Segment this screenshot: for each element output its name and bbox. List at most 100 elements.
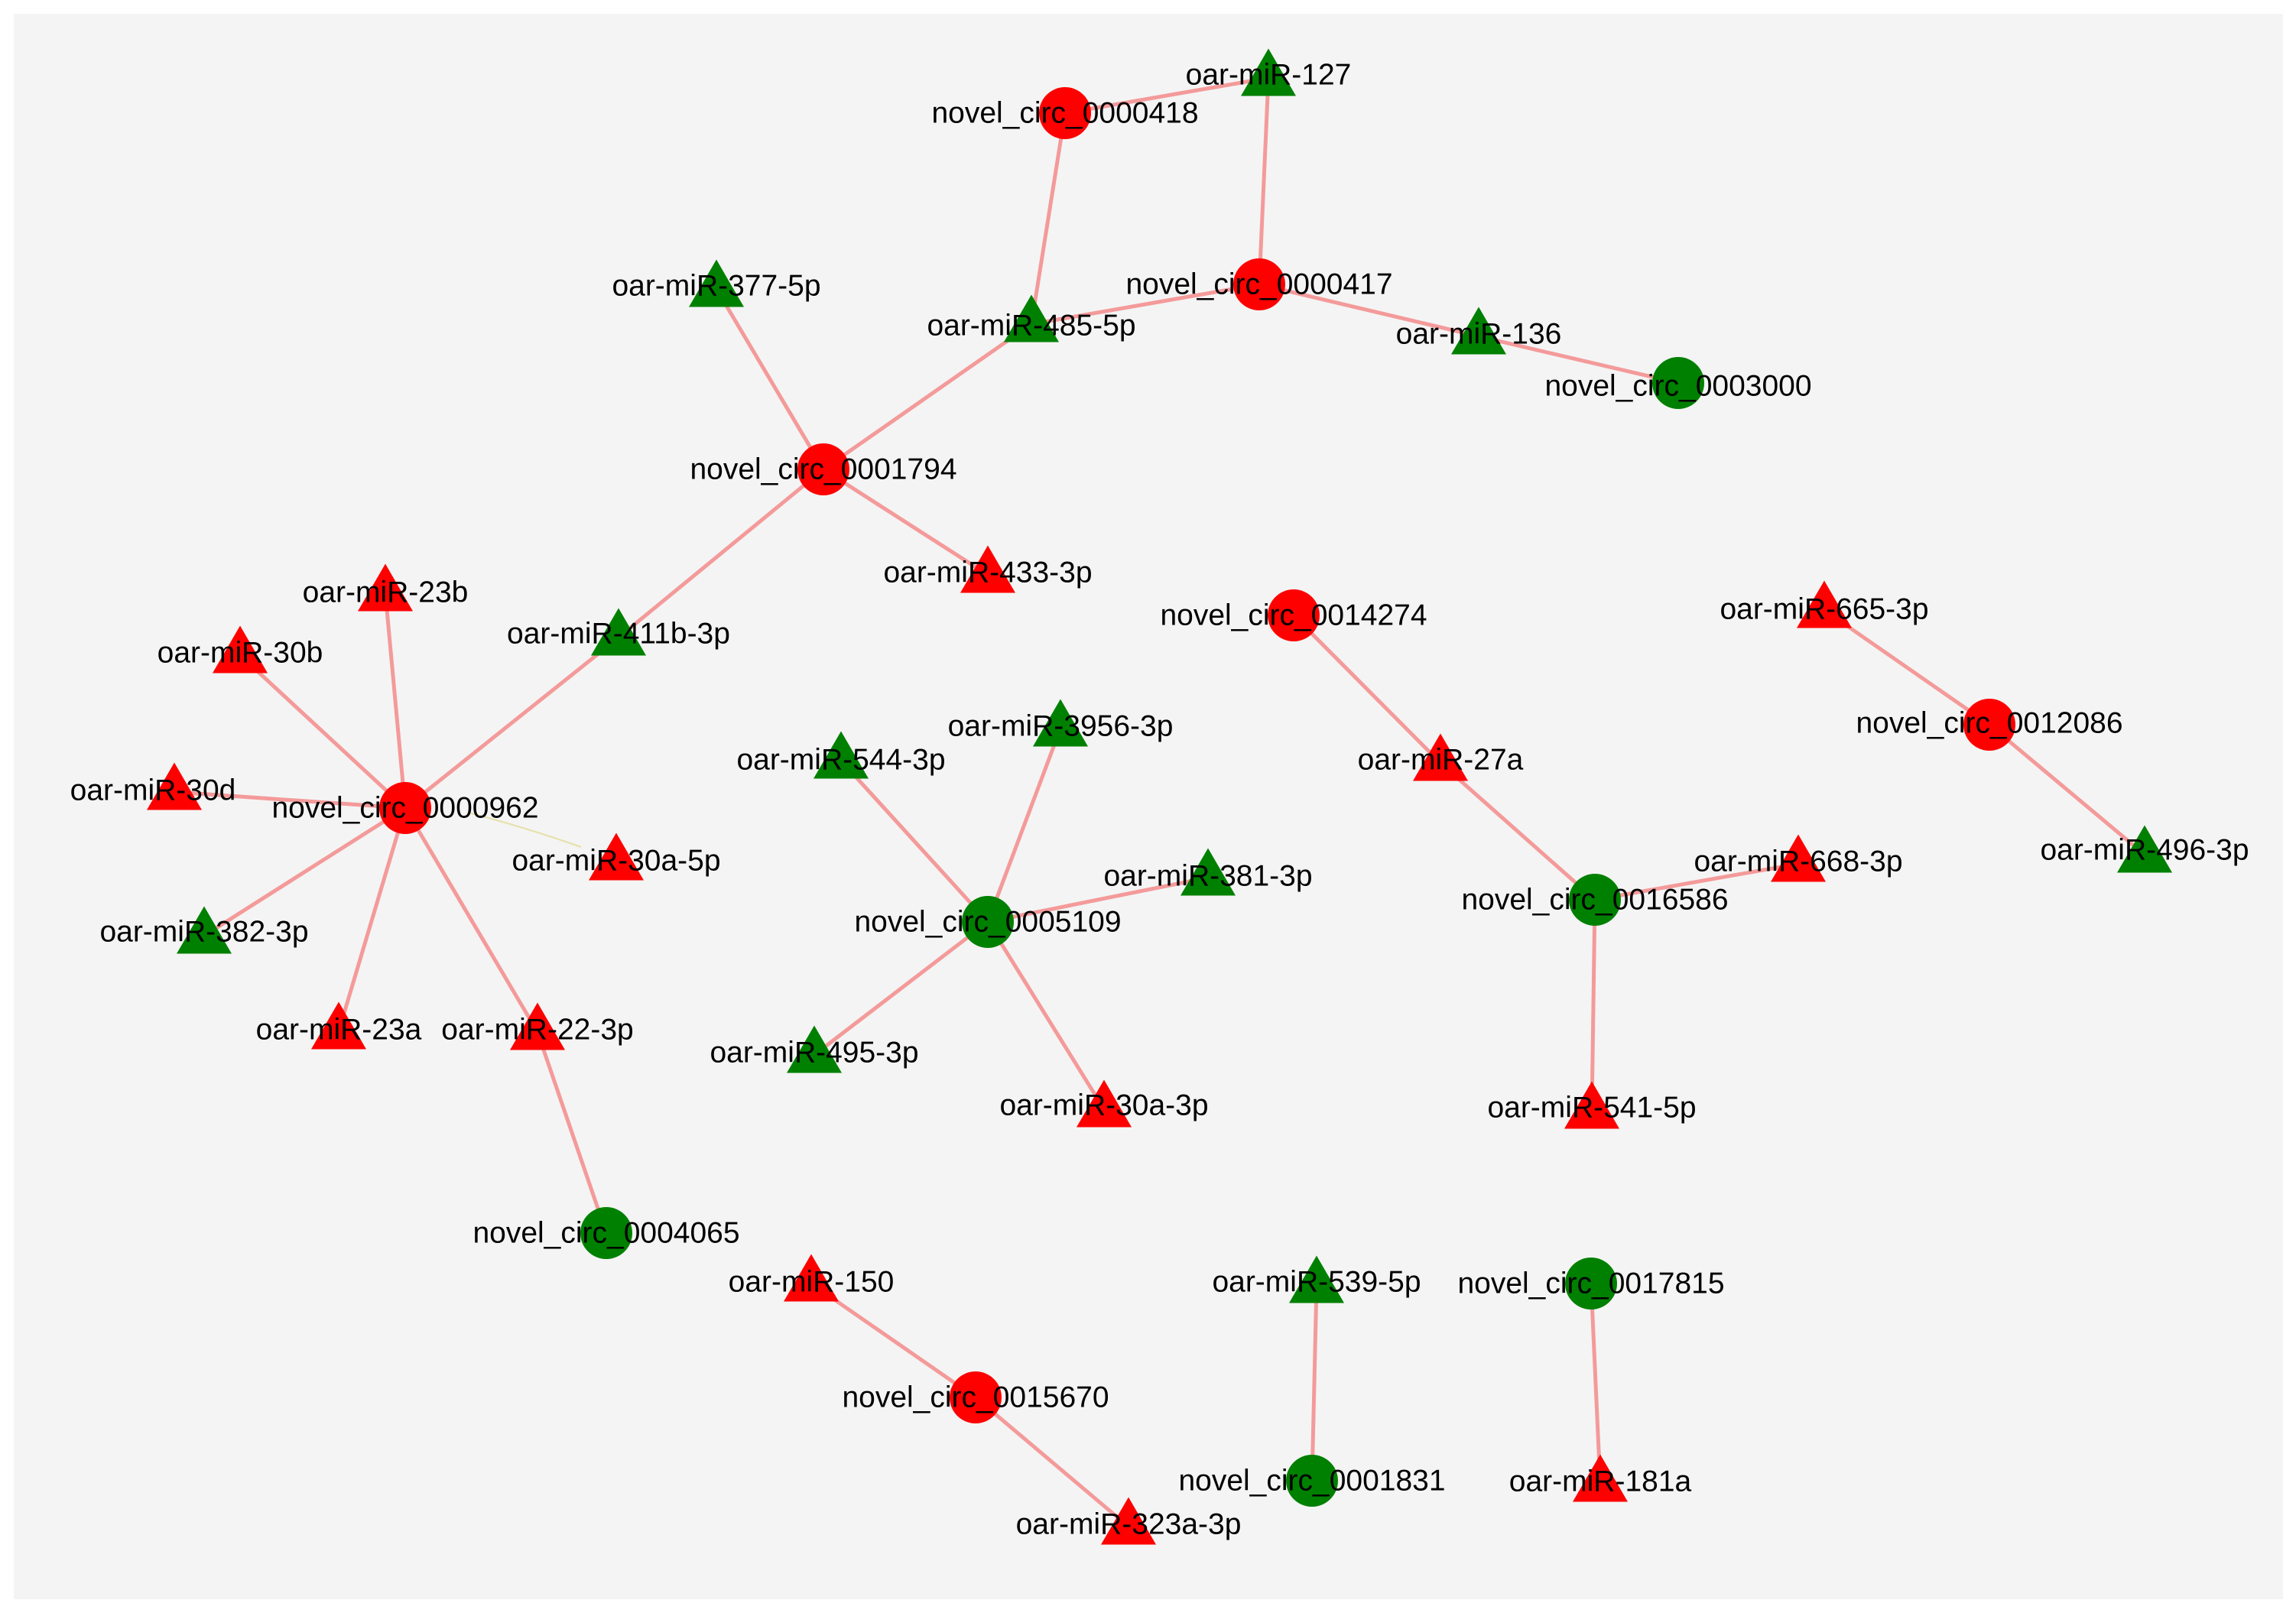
edge-m30d-c0000962 [174,790,406,810]
mirna-triangle-marker [1413,733,1468,781]
node-label: novel_circ_0000418 [931,97,1198,130]
mirna-triangle-marker [1771,834,1826,882]
edge-m377-c0001794 [714,287,826,471]
edge-c0000417-m485 [1031,282,1260,326]
circrna-circle-marker [950,1371,1002,1423]
mirna-triangle-marker [1077,1079,1132,1128]
node-layer: novel_circ_0000418oar-miR-127novel_circ_… [70,48,2249,1545]
node-label: novel_circ_0000962 [271,792,538,825]
node-label: oar-miR-495-3p [710,1037,918,1069]
node-label: oar-miR-541-5p [1487,1092,1696,1125]
edge-m3956-c0005109 [986,728,1063,923]
node-m181a: oar-miR-181a [1509,1454,1692,1502]
mirna-triangle-marker [2117,825,2172,873]
node-label: oar-miR-30a-3p [999,1089,1208,1122]
mirna-triangle-marker [1033,699,1088,747]
node-label: novel_circ_0016586 [1461,884,1728,917]
circrna-circle-marker [797,443,849,495]
node-m433: oar-miR-433-3p [883,545,1093,593]
node-label: novel_circ_0001831 [1178,1465,1445,1498]
circrna-circle-marker [1652,357,1704,409]
mirna-triangle-marker [213,625,268,673]
mirna-triangle-marker [177,906,232,954]
node-c0003000: novel_circ_0003000 [1544,357,1812,409]
node-label: oar-miR-377-5p [612,270,820,303]
node-label: oar-miR-496-3p [2040,834,2249,867]
mirna-triangle-marker [814,731,869,779]
mirna-triangle-marker [1004,294,1059,342]
node-m30a5p: oar-miR-30a-5p [511,832,721,881]
node-c0000417: novel_circ_0000417 [1125,258,1393,310]
mirna-triangle-marker [1241,48,1296,96]
edge-c0000962-m22 [403,806,540,1034]
node-label: novel_circ_0004065 [473,1217,739,1250]
node-m495: oar-miR-495-3p [710,1025,919,1073]
node-c0001794: novel_circ_0001794 [690,443,957,495]
edge-m127-c0000417 [1257,77,1271,285]
node-label: novel_circ_0003000 [1544,370,1811,403]
edge-c0017815-m181a [1589,1283,1603,1485]
node-c0000962: novel_circ_0000962 [271,782,539,834]
node-label: oar-miR-22-3p [441,1014,633,1047]
edge-m668-c0016586 [1594,862,1799,902]
node-m136: oar-miR-136 [1396,307,1561,355]
edge-c0000962-m23a [336,807,408,1032]
node-label: oar-miR-411b-3p [507,618,730,651]
edge-m27a-c0016586 [1439,761,1596,901]
node-label: novel_circ_0015670 [842,1381,1109,1414]
node-label: oar-miR-544-3p [736,744,945,777]
node-c0001831: novel_circ_0001831 [1178,1455,1446,1507]
circrna-circle-marker [1268,589,1320,641]
node-m27a: oar-miR-27a [1358,733,1524,781]
node-label: novel_circ_0017815 [1457,1267,1724,1300]
node-label: novel_circ_0012086 [1856,707,2122,740]
node-c0016586: novel_circ_0016586 [1461,874,1729,926]
mirna-triangle-marker [510,1002,565,1050]
node-c0015670: novel_circ_0015670 [842,1371,1109,1423]
node-label: oar-miR-23a [256,1014,422,1047]
edge-m30b-c0000962 [239,654,407,810]
node-label: novel_circ_0014274 [1160,599,1427,632]
circrna-circle-marker [1233,258,1285,310]
node-m23b: oar-miR-23b [303,563,468,612]
circrna-circle-marker [1963,699,2015,751]
mirna-triangle-marker [358,563,413,612]
edge-m539-c0001831 [1310,1284,1319,1482]
node-m30a3p: oar-miR-30a-3p [999,1079,1209,1128]
edge-m665-c0012086 [1823,608,1991,727]
node-label: oar-miR-30d [70,774,236,807]
node-m381: oar-miR-381-3p [1103,848,1313,896]
node-c0012086: novel_circ_0012086 [1856,699,2123,751]
mirna-triangle-marker [591,608,646,656]
node-m411b: oar-miR-411b-3p [507,608,730,656]
node-label: oar-miR-3956-3p [948,710,1174,743]
edge-m544-c0005109 [839,759,989,923]
edge-c0015670-m323a [974,1396,1130,1528]
mirna-triangle-marker [589,832,644,881]
circrna-circle-marker [1565,1258,1617,1310]
node-label: oar-miR-150 [729,1266,895,1299]
faint-annotation-stroke [467,812,582,848]
node-m323a: oar-miR-323a-3p [1016,1497,1241,1545]
mirna-triangle-marker [311,1001,366,1050]
mirna-triangle-marker [1451,307,1506,355]
circrna-circle-marker [379,782,431,834]
mirna-triangle-marker [784,1254,839,1302]
mirna-triangle-marker [1573,1454,1628,1502]
edge-c0000417-m136 [1258,282,1479,339]
node-label: oar-miR-30b [158,637,323,670]
circrna-circle-marker [962,896,1014,948]
node-label: novel_circ_0000417 [1125,268,1392,301]
edge-c0016586-m541 [1590,899,1597,1112]
node-label: novel_circ_0001794 [690,453,956,486]
mirna-triangle-marker [787,1025,842,1073]
edge-m136-c0003000 [1478,334,1679,385]
mirna-triangle-marker [1564,1081,1619,1129]
edge-m150-c0015670 [810,1281,977,1400]
edge-m23b-c0000962 [383,592,408,809]
node-c0004065: novel_circ_0004065 [473,1207,740,1259]
node-c0005109: novel_circ_0005109 [854,896,1122,948]
circrna-circle-marker [1569,874,1621,926]
edge-layer [174,76,2146,1528]
